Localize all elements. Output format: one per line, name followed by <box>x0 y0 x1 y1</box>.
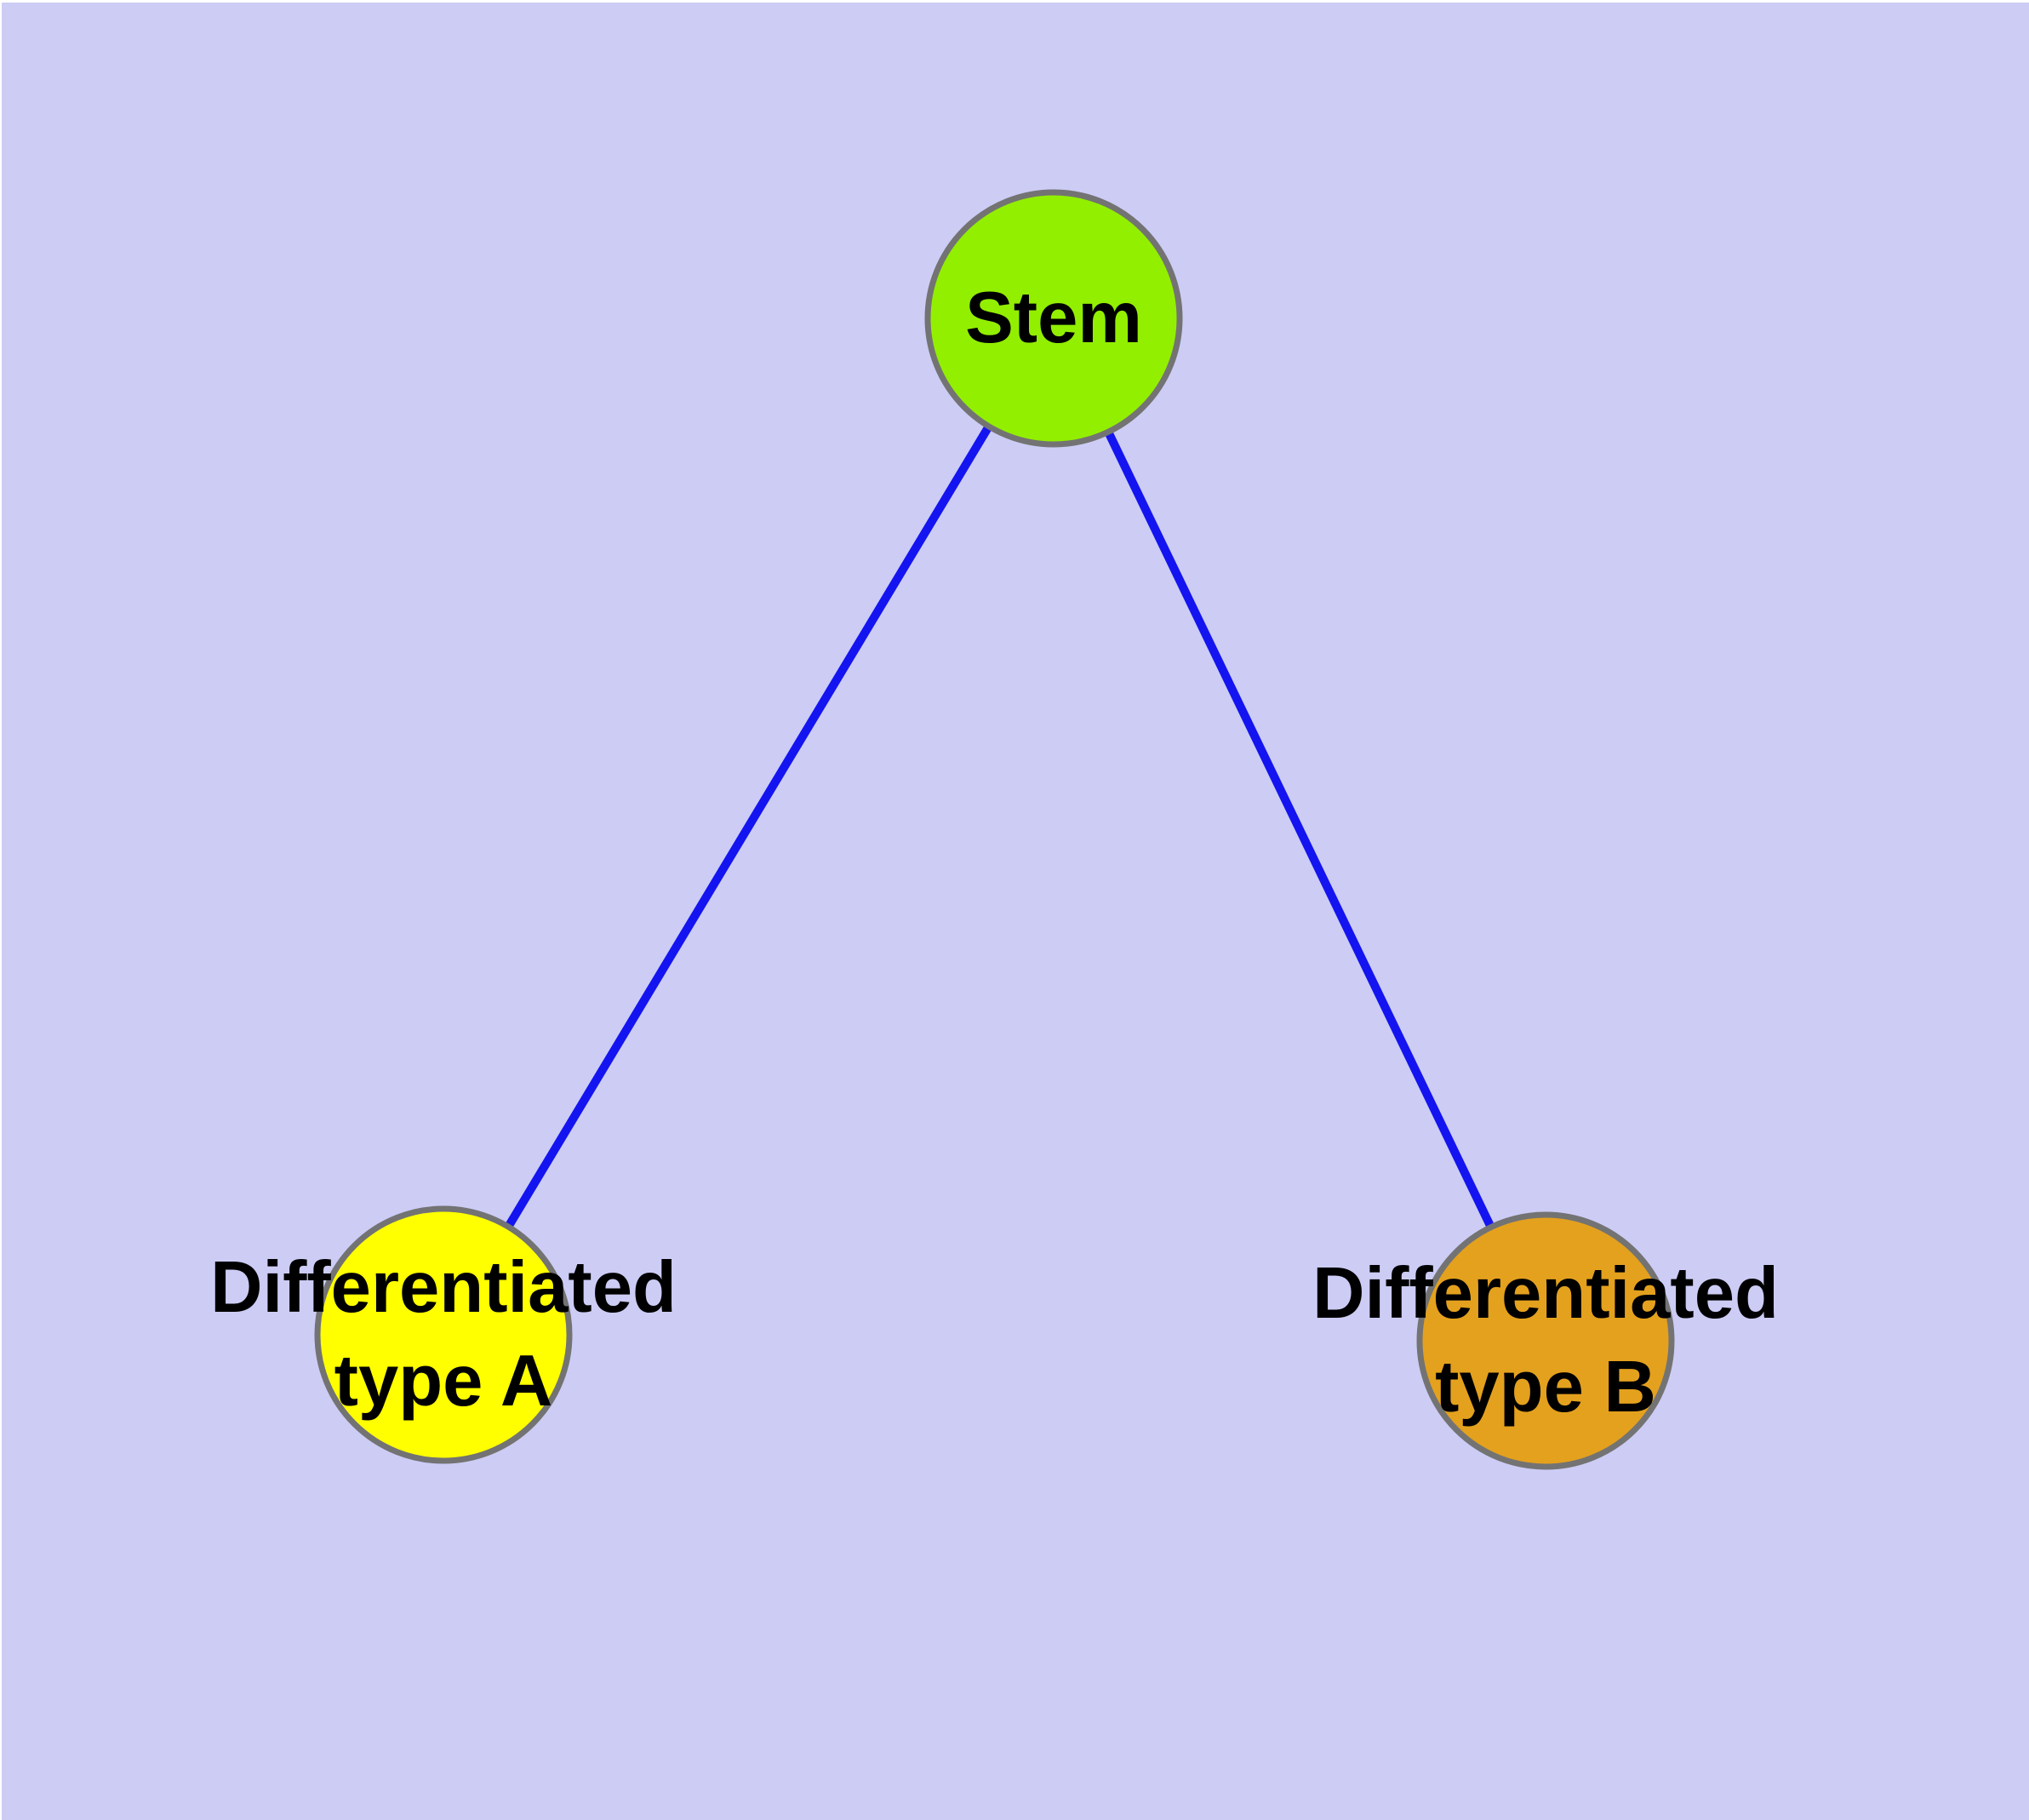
node-type-a-circle <box>314 1205 573 1464</box>
node-stem-circle <box>924 189 1183 448</box>
diagram-canvas: Stem Differentiated type A Differentiate… <box>2 3 2029 1820</box>
node-type-b-circle <box>1416 1211 1675 1470</box>
graph-svg <box>314 189 1675 1470</box>
edge-stem-to-type-a <box>439 316 1058 1337</box>
edge-stem-to-type-b <box>1049 316 1550 1343</box>
